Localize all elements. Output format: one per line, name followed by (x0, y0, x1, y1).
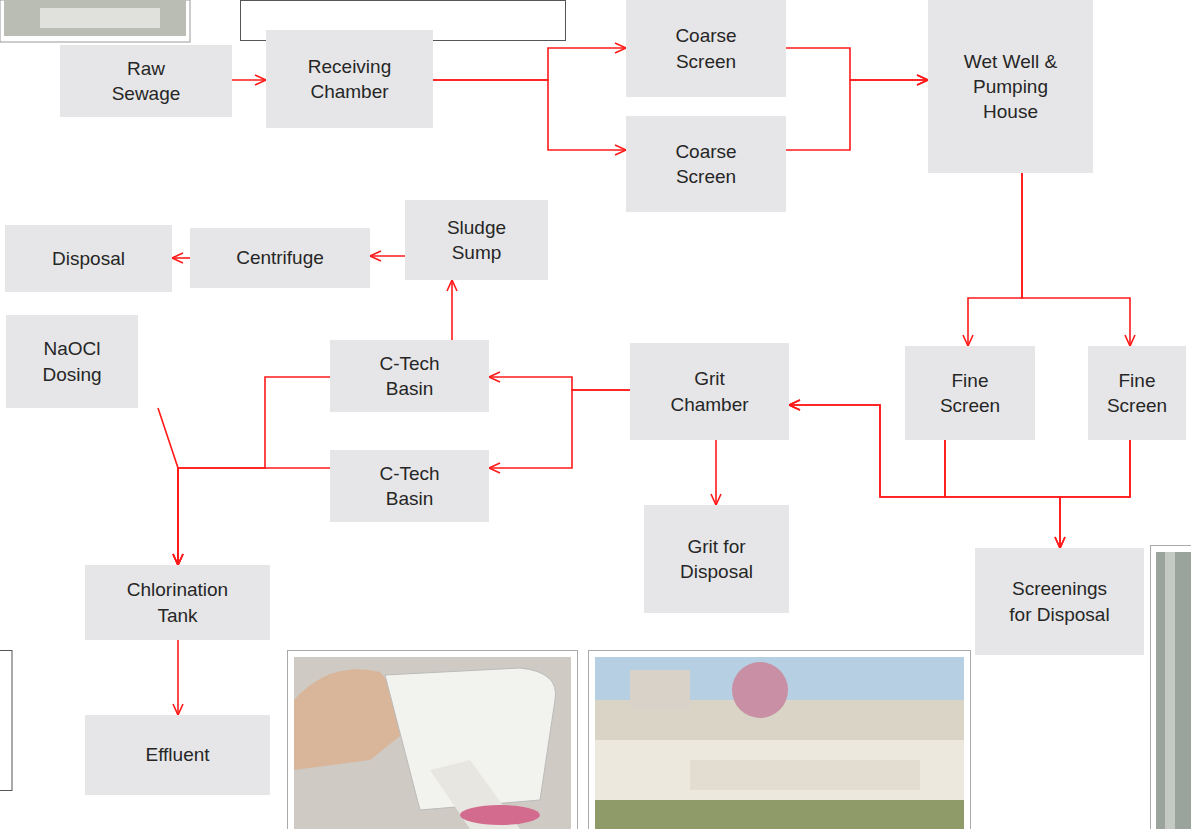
flow-arrow (433, 80, 626, 150)
box-label: Grit for Disposal (664, 534, 769, 584)
box-label: Coarse Screen (651, 23, 761, 73)
process-box: Grit for Disposal (644, 505, 789, 613)
box-label: Raw Sewage (95, 56, 197, 106)
box-label: Coarse Screen (651, 139, 761, 189)
process-box: Raw Sewage (60, 45, 232, 117)
box-label: Disposal (52, 246, 125, 271)
box-label: C-Tech Basin (355, 351, 464, 401)
process-box: Receiving Chamber (266, 30, 433, 128)
flow-arrow (451, 280, 453, 340)
chemical-pouring-photo (288, 651, 578, 829)
box-label: Screenings for Disposal (1005, 576, 1114, 626)
left-edge-photo (0, 651, 12, 791)
box-label: Sludge Sump (425, 215, 528, 265)
process-box: Wet Well & Pumping House (928, 0, 1093, 173)
box-label: Centrifuge (236, 245, 324, 270)
flow-arrow (715, 440, 717, 505)
box-label: Fine Screen (920, 368, 1020, 418)
process-box: Centrifuge (190, 228, 370, 288)
flow-arrow (968, 173, 1022, 346)
flow-arrow (433, 48, 626, 80)
right-edge-photo (1151, 546, 1191, 829)
flow-arrow (489, 377, 630, 390)
flow-arrow (232, 79, 266, 81)
box-label: Receiving Chamber (281, 54, 418, 104)
box-label: Fine Screen (1096, 368, 1178, 418)
box-label: Grit Chamber (655, 366, 764, 416)
box-label: NaOCl Dosing (21, 336, 123, 386)
plant-building-photo (589, 651, 971, 829)
process-box: Sludge Sump (405, 200, 548, 280)
box-label: Effluent (145, 742, 209, 767)
flow-arrow (177, 640, 179, 715)
process-box: Coarse Screen (626, 116, 786, 212)
flow-arrow (178, 468, 330, 565)
box-label: C-Tech Basin (355, 461, 464, 511)
flow-arrow (489, 390, 630, 468)
box-label: Chlorination Tank (115, 577, 240, 627)
process-box: NaOCl Dosing (6, 315, 138, 408)
box-label: Wet Well & Pumping House (950, 49, 1071, 124)
flow-arrow (178, 377, 330, 565)
flow-arrow (158, 408, 178, 565)
process-box: Coarse Screen (626, 0, 786, 97)
flow-arrow (786, 80, 928, 150)
process-box: C-Tech Basin (330, 340, 489, 412)
process-box: Effluent (85, 715, 270, 795)
flow-arrow (945, 440, 1060, 548)
flow-arrow (1022, 173, 1130, 346)
process-box: Fine Screen (1088, 346, 1186, 440)
top-left-photo (0, 0, 190, 42)
flow-arrow (172, 257, 190, 259)
process-box: C-Tech Basin (330, 450, 489, 522)
process-box: Chlorination Tank (85, 565, 270, 640)
flow-arrow (1060, 440, 1130, 548)
process-box: Grit Chamber (630, 343, 789, 440)
flow-arrow (786, 48, 928, 80)
process-box: Fine Screen (905, 346, 1035, 440)
process-box: Disposal (5, 225, 172, 292)
flow-arrow (370, 255, 405, 257)
process-box: Screenings for Disposal (975, 548, 1144, 655)
